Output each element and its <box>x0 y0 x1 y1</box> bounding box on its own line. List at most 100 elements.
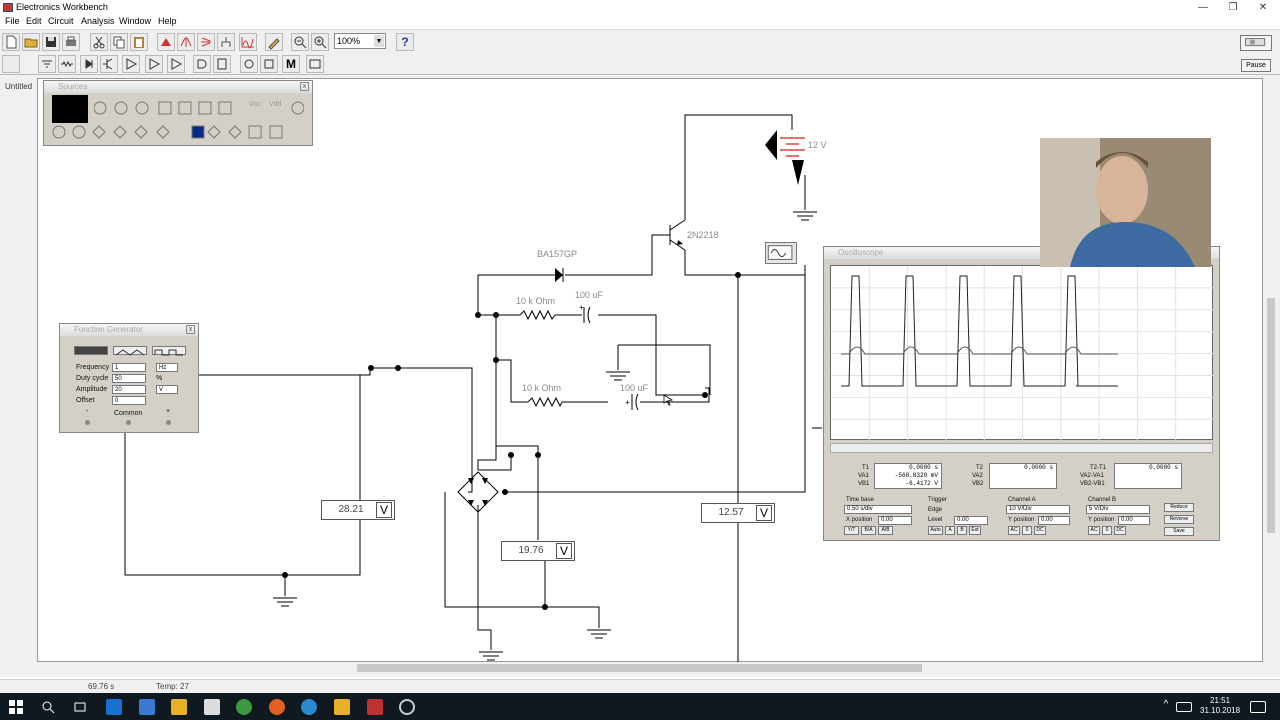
clock-app-icon[interactable] <box>399 699 415 715</box>
electronics-workbench-taskbar-icon[interactable] <box>367 699 383 715</box>
instruments-bin-icon[interactable] <box>306 55 324 73</box>
channel-a-dc-button[interactable]: DC <box>1034 526 1046 535</box>
duty-cycle-input[interactable]: 50 <box>112 374 146 383</box>
basic-bin-icon[interactable] <box>58 55 76 73</box>
channel-b-dc-button[interactable]: DC <box>1114 526 1126 535</box>
save-icon[interactable] <box>42 33 60 51</box>
component-properties-icon[interactable] <box>265 33 283 51</box>
graph-icon[interactable] <box>239 33 257 51</box>
rotate-icon[interactable] <box>157 33 175 51</box>
digital-bin-icon[interactable] <box>213 55 231 73</box>
minus-terminal[interactable] <box>85 420 90 425</box>
oscilloscope-window[interactable]: Oscilloscope T1 VA1 VB1 0.0000 s -568.83… <box>823 246 1220 541</box>
parts-bin-toggle-icon[interactable] <box>2 55 20 73</box>
vertical-scrollbar[interactable] <box>1264 78 1278 662</box>
channel-b-scale-input[interactable]: 5 V/Div <box>1086 505 1150 514</box>
miscellaneous-bin-button[interactable]: M <box>282 55 300 73</box>
trigger-b-button[interactable]: B <box>957 526 967 535</box>
menu-edit[interactable]: Edit <box>26 16 42 26</box>
reverse-button[interactable]: Reverse <box>1164 515 1194 524</box>
flip-vertical-icon[interactable] <box>197 33 215 51</box>
transistors-bin-icon[interactable] <box>100 55 118 73</box>
pause-button[interactable]: Pause <box>1241 59 1271 72</box>
timebase-input[interactable]: 0.50 s/div <box>844 505 912 514</box>
taskbar-clock[interactable]: 21:51 31.10.2018 <box>1200 696 1240 716</box>
menu-analysis[interactable]: Analysis <box>81 16 115 26</box>
close-icon[interactable]: x <box>300 82 309 91</box>
trigger-a-button[interactable]: A <box>945 526 955 535</box>
mode-yt-button[interactable]: Y/T <box>844 526 859 535</box>
help-button[interactable]: ? <box>396 33 414 51</box>
mode-ab-button[interactable]: A/B <box>878 526 893 535</box>
firefox-icon[interactable] <box>269 699 285 715</box>
triangle-wave-button[interactable] <box>113 346 147 356</box>
restore-button[interactable]: ❐ <box>1228 2 1238 13</box>
channel-a-ypos-input[interactable]: 0.00 <box>1038 516 1070 525</box>
windows-start-icon[interactable] <box>8 699 24 715</box>
notification-icon[interactable] <box>1250 701 1266 713</box>
voltmeter-3[interactable]: 12.57 V <box>701 503 775 523</box>
battery-icon[interactable] <box>1176 702 1192 712</box>
vertical-scroll-thumb[interactable] <box>1267 298 1275 533</box>
subcircuit-icon[interactable] <box>217 33 235 51</box>
channel-a-ac-button[interactable]: AC <box>1008 526 1020 535</box>
app-pin-icon[interactable] <box>139 699 155 715</box>
cut-icon[interactable] <box>90 33 108 51</box>
copy-icon[interactable] <box>110 33 128 51</box>
task-view-icon[interactable] <box>72 699 88 715</box>
store-icon[interactable] <box>171 699 187 715</box>
minimize-button[interactable]: — <box>1198 2 1208 13</box>
controls-bin-icon[interactable] <box>260 55 278 73</box>
vdd-part-label[interactable]: Vdd <box>269 101 282 108</box>
reduce-button[interactable]: Reduce <box>1164 503 1194 512</box>
chevron-up-icon[interactable]: ^ <box>1163 699 1169 710</box>
amplitude-input[interactable]: 20 <box>112 385 146 394</box>
file-explorer-icon[interactable] <box>334 699 350 715</box>
analog-ics-bin-icon[interactable] <box>122 55 140 73</box>
digital-ics-bin-icon[interactable] <box>167 55 185 73</box>
ground-part-icon[interactable] <box>52 95 88 123</box>
plus-terminal[interactable] <box>166 420 171 425</box>
voltmeter-1[interactable]: 28.21 V <box>321 500 395 520</box>
mixed-ics-bin-icon[interactable] <box>145 55 163 73</box>
indicators-bin-icon[interactable] <box>240 55 258 73</box>
channel-b-ac-button[interactable]: AC <box>1088 526 1100 535</box>
open-folder-icon[interactable] <box>22 33 40 51</box>
diodes-bin-icon[interactable] <box>80 55 98 73</box>
print-icon[interactable] <box>62 33 80 51</box>
mode-ba-button[interactable]: B/A <box>861 526 876 535</box>
mail-icon[interactable] <box>204 699 220 715</box>
close-icon[interactable]: x <box>186 325 195 334</box>
oscilloscope-instrument-icon[interactable] <box>765 242 797 264</box>
document-tab[interactable]: Untitled <box>5 82 33 91</box>
sources-bin-icon[interactable] <box>38 55 56 73</box>
menu-circuit[interactable]: Circuit <box>48 16 74 26</box>
channel-a-scale-input[interactable]: 10 V/Div <box>1006 505 1070 514</box>
zoom-in-icon[interactable] <box>311 33 329 51</box>
trigger-ext-button[interactable]: Ext <box>969 526 981 535</box>
logic-gates-bin-icon[interactable] <box>193 55 211 73</box>
amplitude-unit-select[interactable]: V <box>156 385 178 394</box>
vcc-part-label[interactable]: Vcc <box>249 101 261 108</box>
square-wave-button[interactable] <box>152 346 186 356</box>
new-file-icon[interactable] <box>2 33 20 51</box>
chrome-icon[interactable] <box>236 699 252 715</box>
channel-a-zero-button[interactable]: 0 <box>1022 526 1032 535</box>
voltmeter-2[interactable]: 19.76 V <box>501 541 575 561</box>
sine-wave-button[interactable] <box>74 346 108 355</box>
channel-b-ypos-input[interactable]: 0.00 <box>1118 516 1150 525</box>
xpos-input[interactable]: 0.00 <box>878 516 912 525</box>
flip-horizontal-icon[interactable] <box>177 33 195 51</box>
menu-file[interactable]: File <box>5 16 20 26</box>
offset-input[interactable]: 0 <box>112 396 146 405</box>
frequency-unit-select[interactable]: Hz <box>156 363 178 372</box>
paste-icon[interactable] <box>130 33 148 51</box>
menu-help[interactable]: Help <box>158 16 177 26</box>
channel-b-zero-button[interactable]: 0 <box>1102 526 1112 535</box>
horizontal-scroll-thumb[interactable] <box>357 664 922 672</box>
browser-icon[interactable] <box>301 699 317 715</box>
frequency-input[interactable]: 1 <box>112 363 146 372</box>
